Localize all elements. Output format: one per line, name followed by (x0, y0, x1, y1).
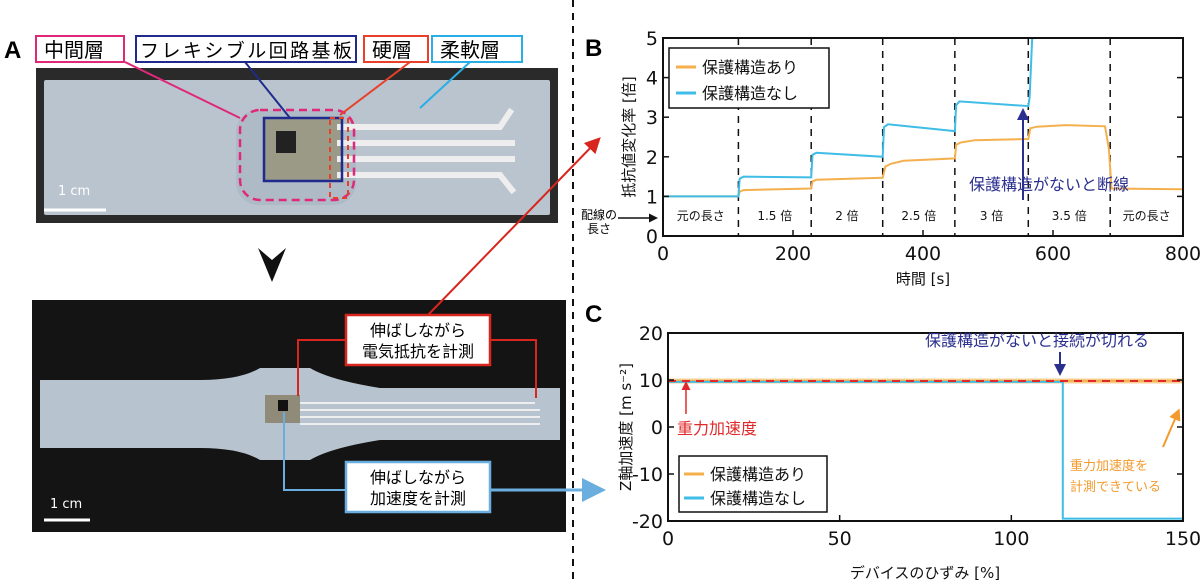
legend-with-protection: 保護構造あり (702, 58, 798, 77)
x-tick-label: 800 (1165, 243, 1200, 265)
y-tick-label: 20 (639, 323, 663, 345)
gravity-label: 重力加速度 (677, 419, 757, 438)
layer-labels: 中間層 フレキシブル回路基板 硬層 柔軟層 (35, 35, 523, 119)
callout-acceleration (344, 460, 492, 514)
y-tick-label: 4 (646, 68, 658, 90)
callout-acceleration-line1: 伸ばしながら (370, 468, 466, 487)
y-tick-label: 1 (646, 186, 658, 208)
callout-resistance-line2: 電気抵抗を計測 (362, 342, 474, 361)
x-tick-label: 100 (993, 528, 1029, 550)
x-tick-label: 150 (1165, 528, 1200, 550)
x-tick-label: 0 (657, 243, 669, 265)
series-line-0 (663, 124, 1184, 198)
y-tick-label: -10 (632, 464, 663, 486)
label-middle-layer: 中間層 (44, 38, 104, 62)
stretch-label: 1.5 倍 (757, 208, 792, 223)
stretch-label: 3.5 倍 (1052, 208, 1087, 223)
hard-layer-outline (329, 117, 349, 199)
label-hard-layer: 硬層 (372, 38, 412, 62)
stretch-label: 2 倍 (835, 208, 858, 223)
callout-acceleration-line2: 加速度を計測 (370, 489, 466, 508)
series-line-1 (663, 37, 1034, 198)
chart-b: 0 200 400 600 800 0 1 2 3 4 5 元の長さ 1.5 倍 2 倍 2.5 倍 3 倍… (581, 28, 1200, 288)
scale-bar-top: 1 cm (58, 184, 90, 199)
label-soft-layer: 柔軟層 (440, 38, 500, 62)
chip (278, 400, 288, 411)
side-label-line2: 長さ (587, 222, 611, 236)
chart-b-ylabel: 抵抗値変化率 [倍] (620, 76, 638, 197)
legend-without-protection: 保護構造なし (710, 489, 806, 508)
stretch-label: 2.5 倍 (901, 208, 936, 223)
x-tick-label: 0 (662, 528, 674, 550)
x-tick-label: 600 (1035, 243, 1071, 265)
y-tick-label: 2 (646, 147, 658, 169)
circuit-outline (262, 116, 344, 183)
legend-without-protection: 保護構造なし (702, 84, 798, 103)
x-tick-label: 50 (828, 528, 852, 550)
y-tick-label: 0 (651, 417, 663, 439)
chart-c-legend: 保護構造あり 保護構造なし (678, 455, 828, 513)
measured-arrow (1162, 408, 1181, 448)
panel-label-a: A (4, 37, 21, 64)
disconnect-annotation: 保護構造がないと接続が切れる (925, 331, 1149, 350)
chart-b-legend: 保護構造あり 保護構造なし (668, 47, 830, 109)
stretch-label: 元の長さ (1123, 209, 1171, 223)
chart-c-ylabel: Z軸加速度 [m s⁻²] (617, 363, 635, 491)
legend-with-protection: 保護構造あり (710, 465, 806, 484)
chart-c: 0 50 100 150 -20 -10 0 10 20 Z軸加速度 [m s⁻²] デバイスの… (617, 323, 1200, 582)
middle-layer-outline (238, 108, 356, 202)
chip (276, 131, 296, 153)
stretch-label: 3 倍 (980, 208, 1003, 223)
y-tick-label: 10 (639, 370, 663, 392)
chart-b-xlabel: 時間 [s] (896, 270, 950, 288)
panel-label-b: B (585, 35, 602, 62)
down-arrow-icon (258, 248, 286, 282)
photo-device-top: 1 cm (36, 68, 558, 223)
side-label-line1: 配線の (581, 207, 617, 222)
measured-annotation-line1: 重力加速度を (1070, 458, 1148, 474)
panel-label-c: C (585, 301, 602, 328)
y-tick-label: 0 (646, 226, 658, 248)
callout-resistance-line1: 伸ばしながら (370, 321, 466, 340)
x-tick-label: 400 (905, 243, 941, 265)
x-tick-label: 200 (775, 243, 811, 265)
chart-c-xlabel: デバイスのひずみ [%] (850, 564, 1000, 582)
y-tick-label: 5 (646, 28, 658, 50)
y-tick-label: 3 (646, 107, 658, 129)
scale-bar-bottom: 1 cm (50, 497, 82, 512)
measured-annotation-line2: 計測できている (1070, 479, 1161, 495)
arrow-to-chart-b (427, 137, 601, 316)
stretch-label: 元の長さ (677, 209, 725, 223)
break-annotation: 保護構造がないと断線 (969, 175, 1129, 194)
callout-resistance (344, 313, 492, 367)
y-tick-label: -20 (632, 511, 663, 533)
